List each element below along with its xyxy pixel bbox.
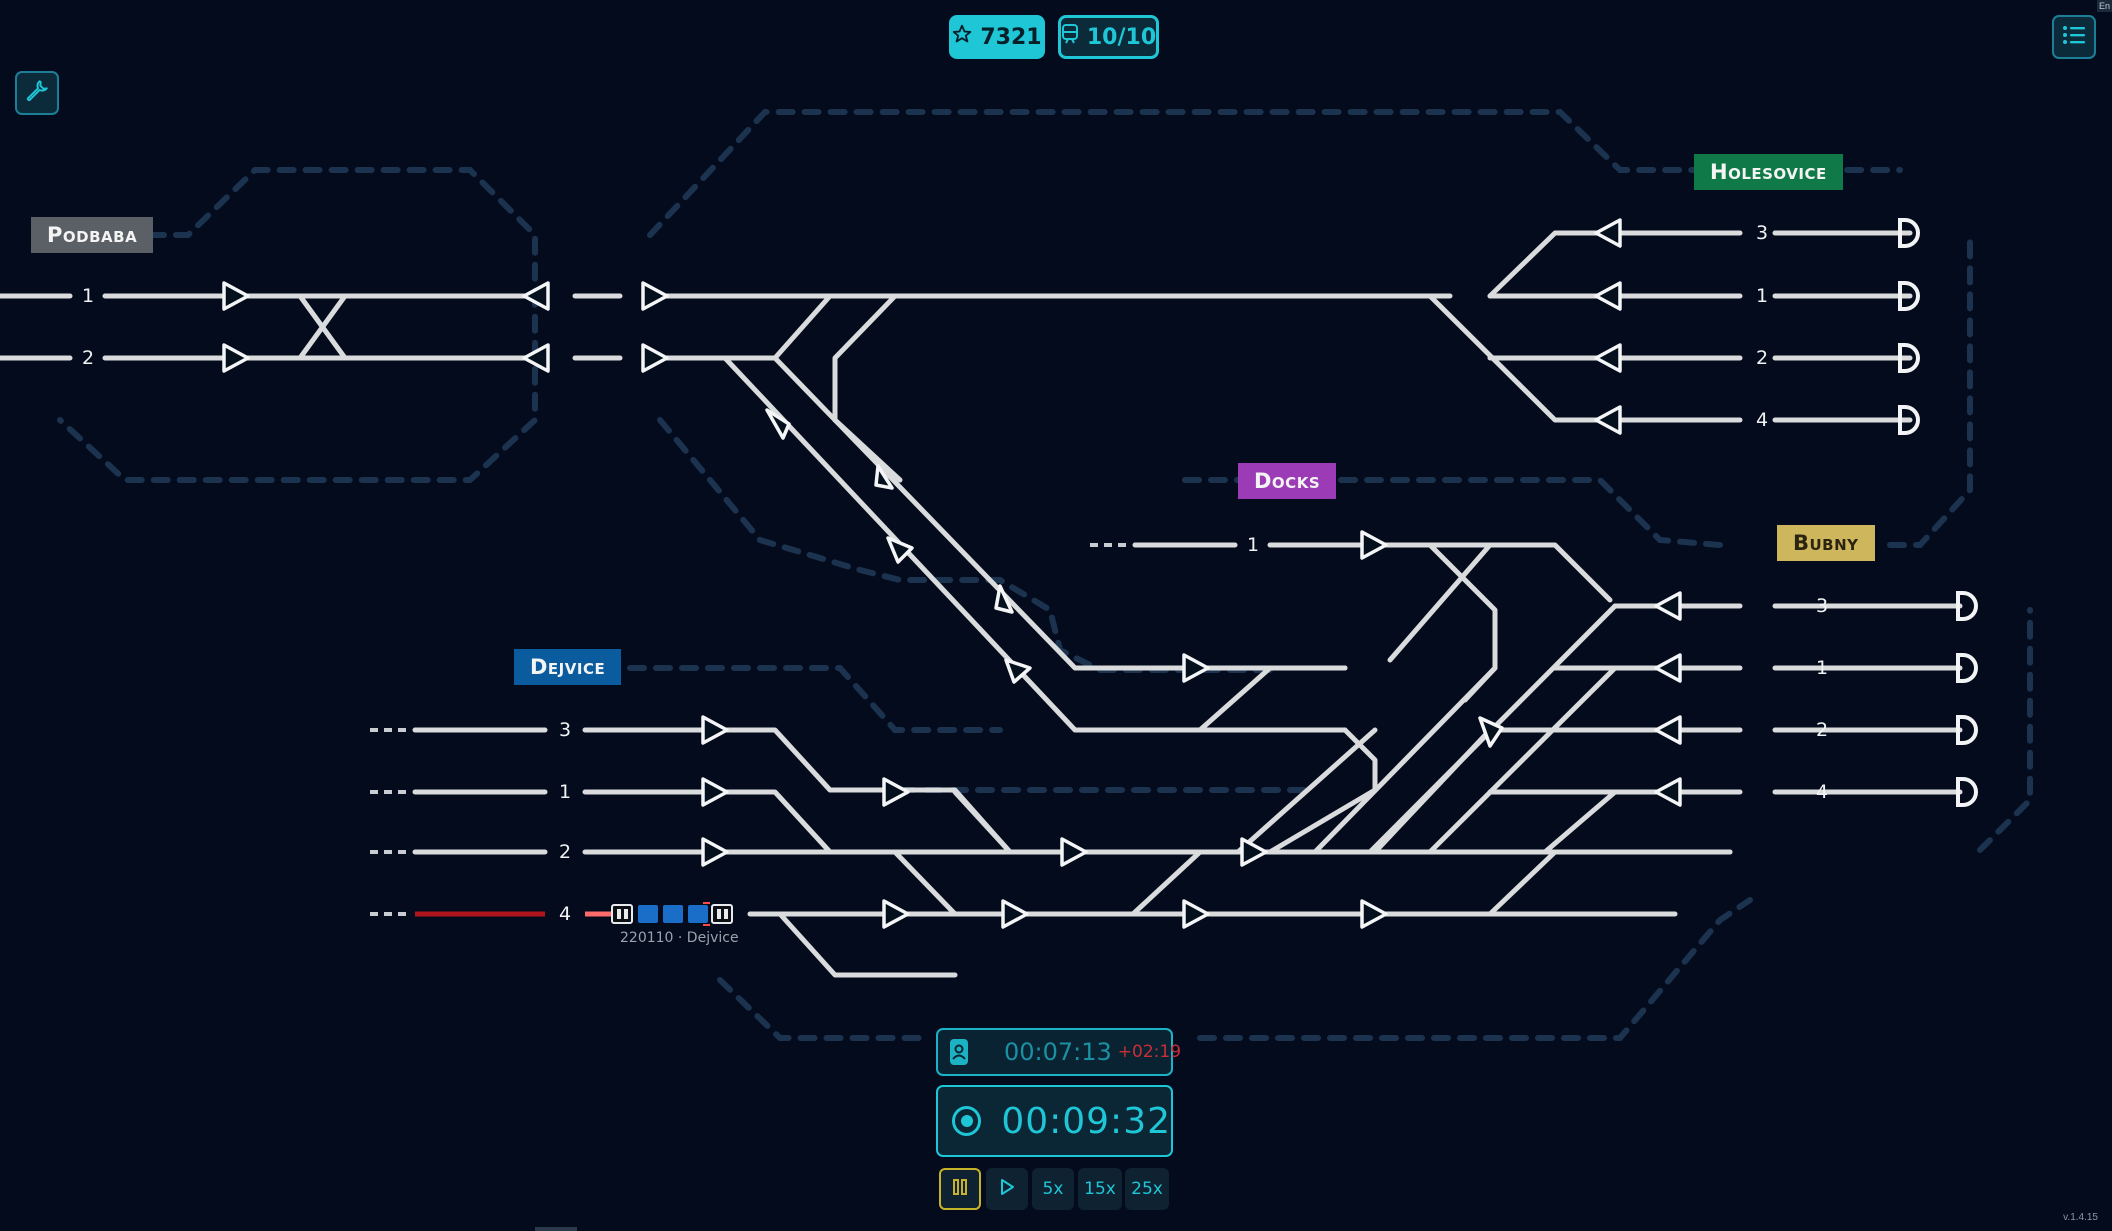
wrench-icon bbox=[24, 78, 50, 109]
version-label: v.1.4.15 bbox=[2063, 1212, 2098, 1223]
track-lines bbox=[0, 230, 1963, 978]
dejvice-track-4: 4 bbox=[559, 903, 571, 925]
signals[interactable] bbox=[222, 218, 1682, 929]
bubny-track-2: 2 bbox=[1816, 719, 1828, 741]
holesovice-track-1: 1 bbox=[1756, 285, 1768, 307]
scheduled-time: 00:07:13 bbox=[1004, 1038, 1112, 1066]
menu-button[interactable] bbox=[2052, 15, 2096, 59]
delay-time: +02:19 bbox=[1117, 1042, 1182, 1062]
bubny-track-3: 3 bbox=[1816, 595, 1828, 617]
dejvice-track-1: 1 bbox=[559, 781, 571, 803]
pause-icon bbox=[951, 1178, 969, 1201]
podbaba-track-1: 1 bbox=[82, 285, 94, 307]
docks-track-1: 1 bbox=[1247, 534, 1259, 556]
podbaba-track-2: 2 bbox=[82, 347, 94, 369]
tools-button[interactable] bbox=[15, 71, 59, 115]
speed-15x-button[interactable]: 15x bbox=[1078, 1168, 1122, 1210]
holesovice-track-2: 2 bbox=[1756, 347, 1768, 369]
play-icon bbox=[998, 1178, 1016, 1201]
train-icon bbox=[1061, 24, 1079, 50]
score-value: 7321 bbox=[980, 24, 1042, 50]
list-menu-icon bbox=[2061, 23, 2087, 52]
dejvice-track-2: 2 bbox=[559, 841, 571, 863]
track-end-dashes bbox=[370, 543, 1130, 916]
speed-5x-button[interactable]: 5x bbox=[1032, 1168, 1074, 1210]
user-icon bbox=[950, 1039, 968, 1065]
language-label[interactable]: En bbox=[2096, 0, 2112, 12]
elapsed-time-panel: 00:09:32 bbox=[936, 1085, 1173, 1157]
train-count-value: 10/10 bbox=[1086, 24, 1157, 50]
bubny-track-4: 4 bbox=[1816, 781, 1828, 803]
train-counter: 10/10 bbox=[1058, 15, 1159, 59]
score-counter: 7321 bbox=[949, 15, 1045, 59]
speed-25x-button[interactable]: 25x bbox=[1125, 1168, 1169, 1210]
train[interactable]: 220110 · Dejvice bbox=[611, 902, 739, 946]
elapsed-time: 00:09:32 bbox=[1001, 1100, 1171, 1142]
play-button[interactable] bbox=[986, 1168, 1028, 1210]
buffer-stops bbox=[1898, 218, 1978, 807]
holesovice-track-3: 3 bbox=[1756, 222, 1768, 244]
station-docks[interactable]: Docks bbox=[1238, 463, 1337, 499]
dejvice-track-3: 3 bbox=[559, 719, 571, 741]
scroll-indicator bbox=[535, 1227, 577, 1231]
station-podbaba[interactable]: Podbaba bbox=[31, 217, 154, 253]
bubny-track-1: 1 bbox=[1816, 657, 1828, 679]
pause-button[interactable] bbox=[939, 1168, 981, 1210]
track-numbers: 1 2 3 1 2 4 1 3 1 2 4 3 1 2 4 bbox=[82, 222, 1828, 925]
station-dejvice[interactable]: Dejvice bbox=[514, 649, 622, 685]
holesovice-track-4: 4 bbox=[1756, 409, 1768, 431]
scheduled-time-panel: 00:07:13 +02:19 bbox=[936, 1028, 1181, 1076]
record-icon[interactable] bbox=[952, 1106, 982, 1136]
star-icon bbox=[952, 24, 972, 50]
station-holesovice[interactable]: Holesovice bbox=[1694, 154, 1843, 190]
train-label: 220110 · Dejvice bbox=[620, 930, 739, 946]
station-bubny[interactable]: Bubny bbox=[1777, 525, 1875, 561]
zone-outlines bbox=[57, 109, 2033, 1041]
